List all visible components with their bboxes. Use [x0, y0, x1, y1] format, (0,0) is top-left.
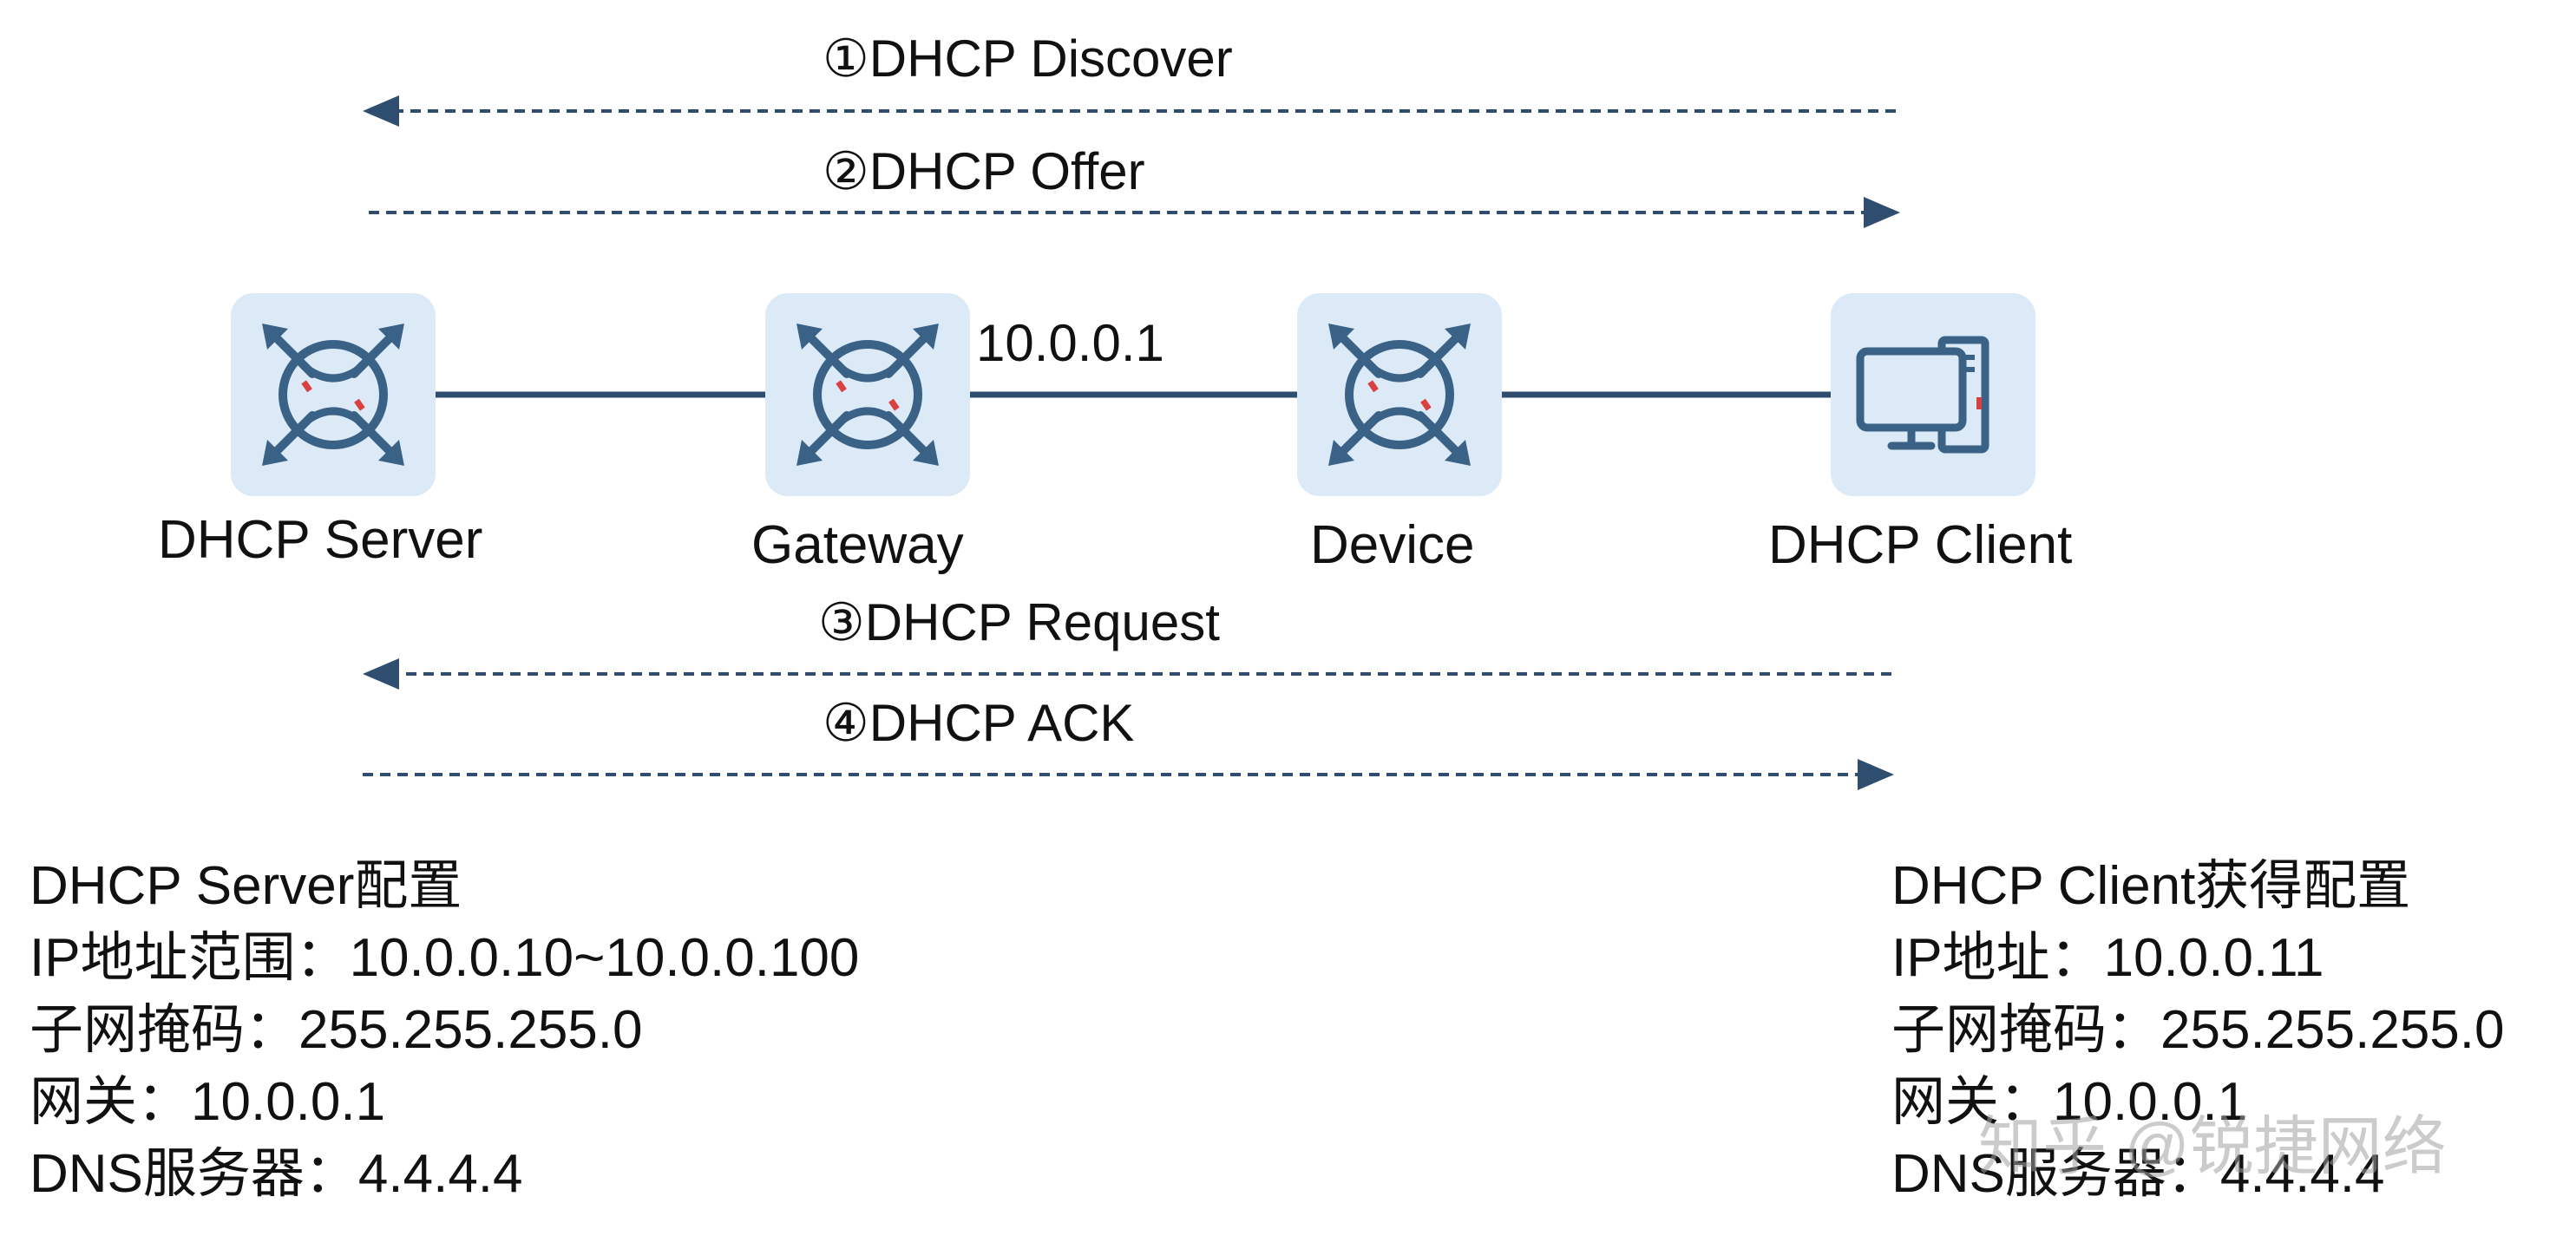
node-dhcp-client — [1831, 293, 2035, 496]
computer-icon — [1856, 336, 1989, 454]
node-label-client: DHCP Client — [1768, 515, 2073, 575]
node-device — [1297, 293, 1502, 496]
request-label: ③DHCP Request — [818, 593, 1220, 651]
node-dhcp-server — [231, 293, 436, 496]
node-gateway — [765, 293, 970, 496]
ack-label: ④DHCP ACK — [823, 694, 1135, 752]
watermark-text: 知乎 @锐捷网络 — [1978, 1110, 2447, 1182]
client-config-gateway: 网关：10.0.0.1 — [1891, 1072, 2248, 1132]
offer-label: ②DHCP Offer — [823, 142, 1145, 200]
client-config-dns: DNS服务器：4.4.4.4 — [1891, 1144, 2385, 1204]
node-label-device: Device — [1310, 515, 1475, 575]
server-config-block: DHCP Server配置 IP地址范围：10.0.0.10~10.0.0.10… — [29, 850, 859, 1210]
arrow-ack — [363, 759, 1894, 790]
message-arrows — [363, 95, 1900, 790]
server-config-gateway: 网关：10.0.0.1 — [29, 1072, 386, 1132]
node-label-gateway: Gateway — [751, 515, 964, 575]
arrow-request — [363, 658, 1891, 690]
server-config-subnet-mask: 子网掩码：255.255.255.0 — [29, 1000, 643, 1060]
node-label-server: DHCP Server — [158, 510, 483, 570]
server-config-title: DHCP Server配置 — [29, 856, 462, 916]
server-config-dns: DNS服务器：4.4.4.4 — [29, 1144, 523, 1204]
discover-label: ①DHCP Discover — [823, 29, 1233, 88]
client-config-block: DHCP Client获得配置 IP地址：10.0.0.11 子网掩码：255.… — [1891, 850, 2505, 1210]
client-config-title: DHCP Client获得配置 — [1891, 856, 2411, 916]
arrow-discover — [363, 95, 1896, 127]
gateway-ip-label: 10.0.0.1 — [976, 314, 1164, 372]
client-config-subnet-mask: 子网掩码：255.255.255.0 — [1891, 1000, 2505, 1060]
arrow-offer — [369, 197, 1900, 228]
client-config-ip: IP地址：10.0.0.11 — [1891, 928, 2324, 988]
server-config-ip-range: IP地址范围：10.0.0.10~10.0.0.100 — [29, 928, 860, 988]
